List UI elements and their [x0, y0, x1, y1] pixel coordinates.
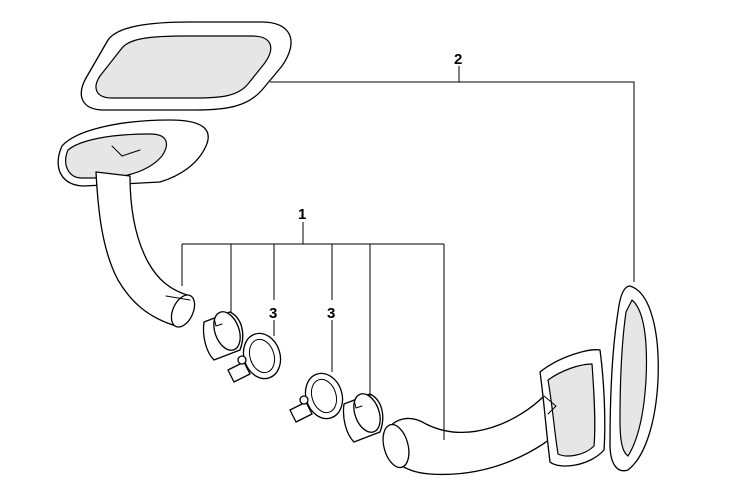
- callout-3-right: 3: [327, 305, 335, 322]
- trim-ring-side: [609, 285, 659, 472]
- callout-3-left: 3: [269, 305, 277, 322]
- tailpipe-outlet-right: [382, 349, 606, 476]
- tailpipe-outlet-left: [57, 119, 209, 328]
- callout-1: 1: [298, 206, 306, 223]
- trim-ring-top: [80, 21, 292, 111]
- clamp-right: [289, 372, 344, 423]
- callout-2: 2: [454, 51, 462, 68]
- leader-lines: [181, 66, 635, 440]
- clamp-left: [227, 332, 282, 383]
- sleeve-left: [202, 311, 244, 361]
- sleeve-right: [342, 393, 384, 443]
